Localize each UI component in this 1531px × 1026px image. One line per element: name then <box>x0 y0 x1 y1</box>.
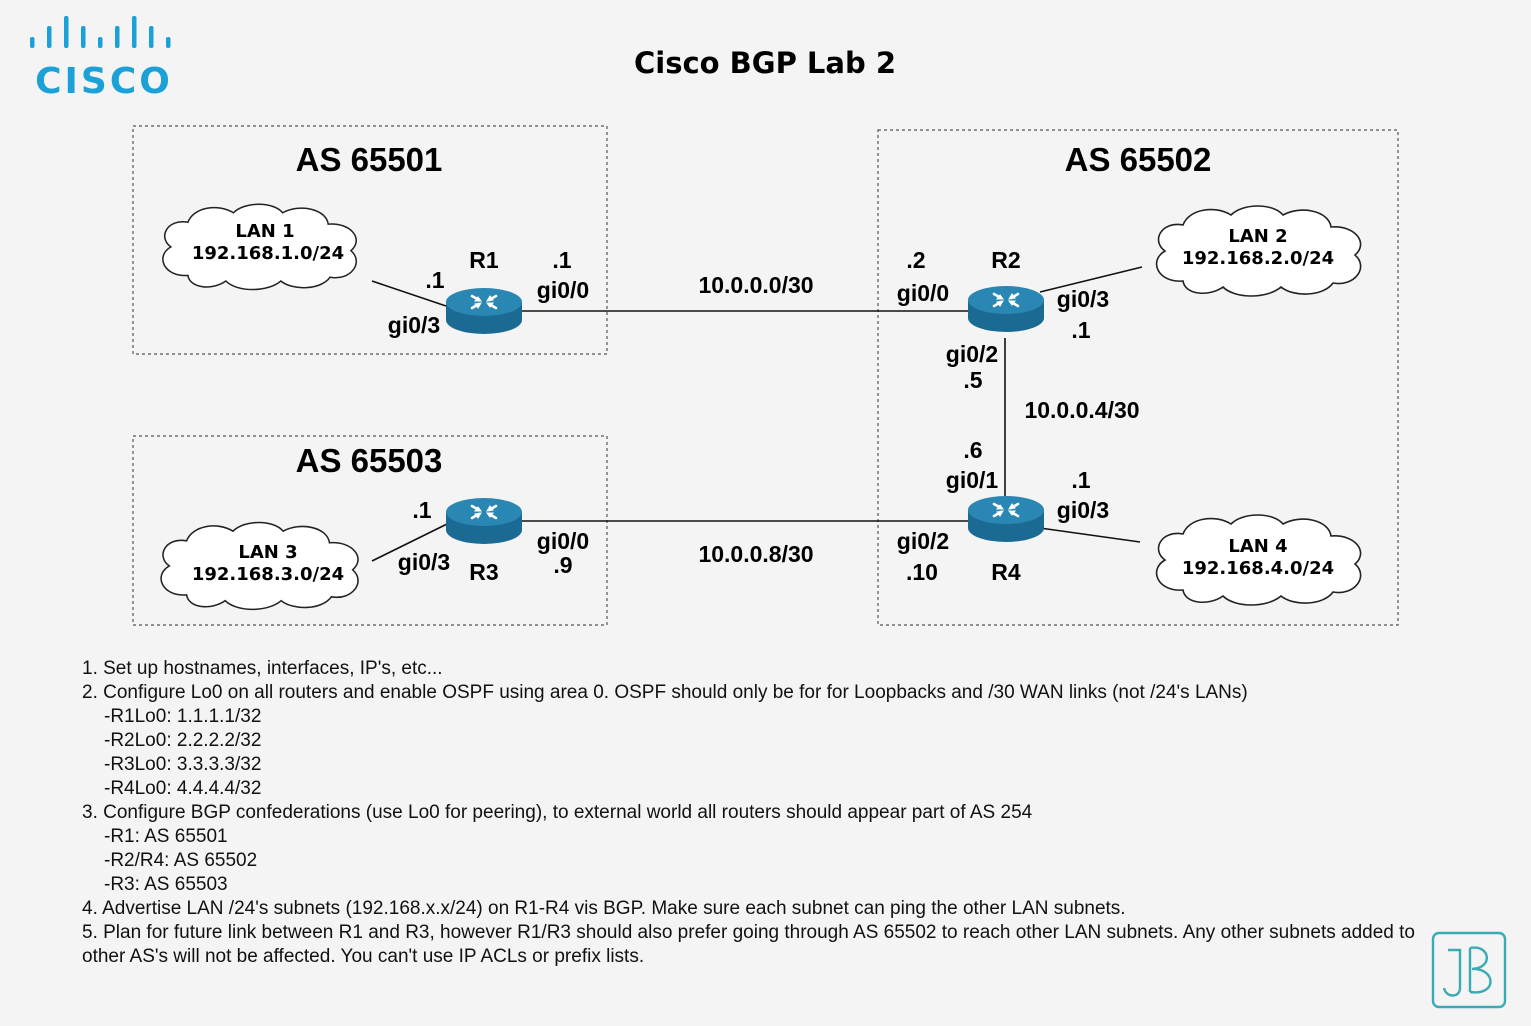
link-lan1-r1 <box>371 280 447 307</box>
lan-name: LAN 1 <box>235 221 294 242</box>
jb-watermark <box>1431 931 1507 1009</box>
as-box-65503 <box>132 435 608 626</box>
if-ip-label: .10 <box>906 559 938 585</box>
router-label-r3: R3 <box>469 559 498 585</box>
page-title: Cisco BGP Lab 2 <box>634 46 896 80</box>
if-name-label: gi0/1 <box>946 467 999 493</box>
instruction-2b: -R2Lo0: 2.2.2.2/32 <box>104 730 262 751</box>
link-lan4-r4 <box>1039 527 1141 543</box>
lan-subnet: 192.168.2.0/24 <box>1182 248 1334 269</box>
link-subnet-r2-r4: 10.0.0.4/30 <box>1024 397 1139 423</box>
as-box-65501 <box>132 125 608 355</box>
if-name-label: gi0/3 <box>1057 286 1109 312</box>
router-icon-r3 <box>444 496 524 546</box>
as-label-65502: AS 65502 <box>1065 141 1212 178</box>
if-ip-label: .1 <box>552 247 571 273</box>
link-lan3-r3 <box>371 523 448 562</box>
lan-cloud-3: LAN 3 192.168.3.0/24 <box>160 521 359 611</box>
if-name-label: gi0/3 <box>398 549 450 575</box>
if-name-label: gi0/3 <box>388 312 440 338</box>
instructions-list: 1. Set up hostnames, interfaces, IP's, e… <box>82 657 1422 969</box>
instruction-4: 4. Advertise LAN /24's subnets (192.168.… <box>82 898 1126 919</box>
instruction-3b: -R2/R4: AS 65502 <box>104 850 258 871</box>
router-icon-r1 <box>444 286 524 336</box>
lan-cloud-2: LAN 2 192.168.2.0/24 <box>1155 205 1362 297</box>
if-name-label: gi0/0 <box>897 280 949 306</box>
if-ip-label: .1 <box>1071 467 1090 493</box>
lan-subnet: 192.168.3.0/24 <box>192 564 344 585</box>
if-ip-label: .5 <box>963 367 982 393</box>
router-label-r2: R2 <box>991 247 1020 273</box>
if-name-label: gi0/3 <box>1057 497 1109 523</box>
instruction-3c: -R3: AS 65503 <box>104 874 228 895</box>
lan-name: LAN 3 <box>238 542 297 563</box>
router-label-r4: R4 <box>991 559 1021 585</box>
if-name-label: gi0/0 <box>537 528 589 554</box>
router-icon-r2 <box>966 284 1046 334</box>
lan-cloud-1: LAN 1 192.168.1.0/24 <box>162 203 358 291</box>
as-label-65503: AS 65503 <box>296 442 443 479</box>
lan-subnet: 192.168.4.0/24 <box>1182 558 1334 579</box>
if-ip-label: .6 <box>963 437 982 463</box>
if-name-label: gi0/0 <box>537 277 589 303</box>
link-subnet-r1-r2: 10.0.0.0/30 <box>698 272 813 298</box>
if-name-label: gi0/2 <box>946 341 998 367</box>
if-ip-label: .1 <box>412 497 431 523</box>
as-label-65501: AS 65501 <box>296 141 443 178</box>
instruction-2a: -R1Lo0: 1.1.1.1/32 <box>104 706 262 727</box>
lan-cloud-4: LAN 4 192.168.4.0/24 <box>1155 514 1362 606</box>
instruction-5: 5. Plan for future link between R1 and R… <box>82 922 1415 967</box>
instruction-3: 3. Configure BGP confederations (use Lo0… <box>82 802 1033 823</box>
instruction-3a: -R1: AS 65501 <box>104 826 228 847</box>
if-ip-label: .9 <box>553 552 572 578</box>
link-lan2-r2 <box>1039 266 1143 293</box>
instruction-2c: -R3Lo0: 3.3.3.3/32 <box>104 754 262 775</box>
if-ip-label: .2 <box>906 247 925 273</box>
if-ip-label: .1 <box>1071 317 1090 343</box>
lan-subnet: 192.168.1.0/24 <box>192 243 344 264</box>
cisco-logo-text: CISCO <box>35 61 173 102</box>
instruction-2: 2. Configure Lo0 on all routers and enab… <box>82 682 1248 703</box>
instruction-1: 1. Set up hostnames, interfaces, IP's, e… <box>82 658 443 679</box>
if-ip-label: .1 <box>425 267 444 293</box>
link-subnet-r3-r4: 10.0.0.8/30 <box>698 541 813 567</box>
router-icon-r4 <box>966 494 1046 544</box>
as-box-65502 <box>877 129 1399 626</box>
lan-name: LAN 2 <box>1228 226 1287 247</box>
instruction-2d: -R4Lo0: 4.4.4.4/32 <box>104 778 262 799</box>
if-name-label: gi0/2 <box>897 528 949 554</box>
lan-name: LAN 4 <box>1228 536 1287 557</box>
router-label-r1: R1 <box>469 247 499 273</box>
cisco-logo: CISCO <box>30 16 173 102</box>
